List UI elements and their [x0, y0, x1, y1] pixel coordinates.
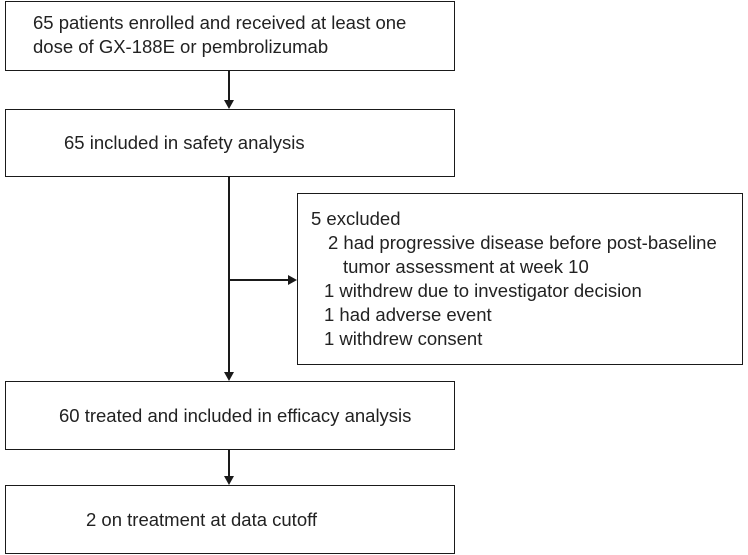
excluded-reason-continuation: tumor assessment at week 10 [343, 256, 589, 277]
arrowhead-down-icon [224, 100, 234, 109]
excluded-reason: 1 had adverse event [324, 304, 492, 325]
excluded-reason: 2 had progressive disease before post-ba… [328, 232, 717, 253]
efficacy-analysis-text: 60 treated and included in efficacy anal… [59, 405, 412, 426]
connector-efficacy-to-on-treatment [228, 450, 230, 477]
arrowhead-right-icon [288, 275, 297, 285]
safety-analysis-text: 65 included in safety analysis [64, 132, 305, 153]
enrolled-line-2: dose of GX-188E or pembrolizumab [33, 36, 329, 57]
connector-enrolled-to-safety [228, 71, 230, 101]
efficacy-analysis-box: 60 treated and included in efficacy anal… [5, 381, 455, 450]
arrowhead-down-icon [224, 476, 234, 485]
excluded-reason: 1 withdrew due to investigator decision [324, 280, 642, 301]
on-treatment-box: 2 on treatment at data cutoff [5, 485, 455, 554]
safety-analysis-box: 65 included in safety analysis [5, 109, 455, 177]
excluded-reason: 1 withdrew consent [324, 328, 483, 349]
enrolled-box: 65 patients enrolled and received at lea… [5, 1, 455, 71]
excluded-box: 5 excluded 2 had progressive disease bef… [297, 193, 743, 365]
excluded-title: 5 excluded [311, 208, 401, 229]
connector-safety-to-efficacy [228, 177, 230, 373]
connector-branch-to-excluded [228, 279, 289, 281]
enrolled-line-1: 65 patients enrolled and received at lea… [33, 12, 407, 33]
on-treatment-text: 2 on treatment at data cutoff [86, 509, 318, 530]
arrowhead-down-icon [224, 372, 234, 381]
